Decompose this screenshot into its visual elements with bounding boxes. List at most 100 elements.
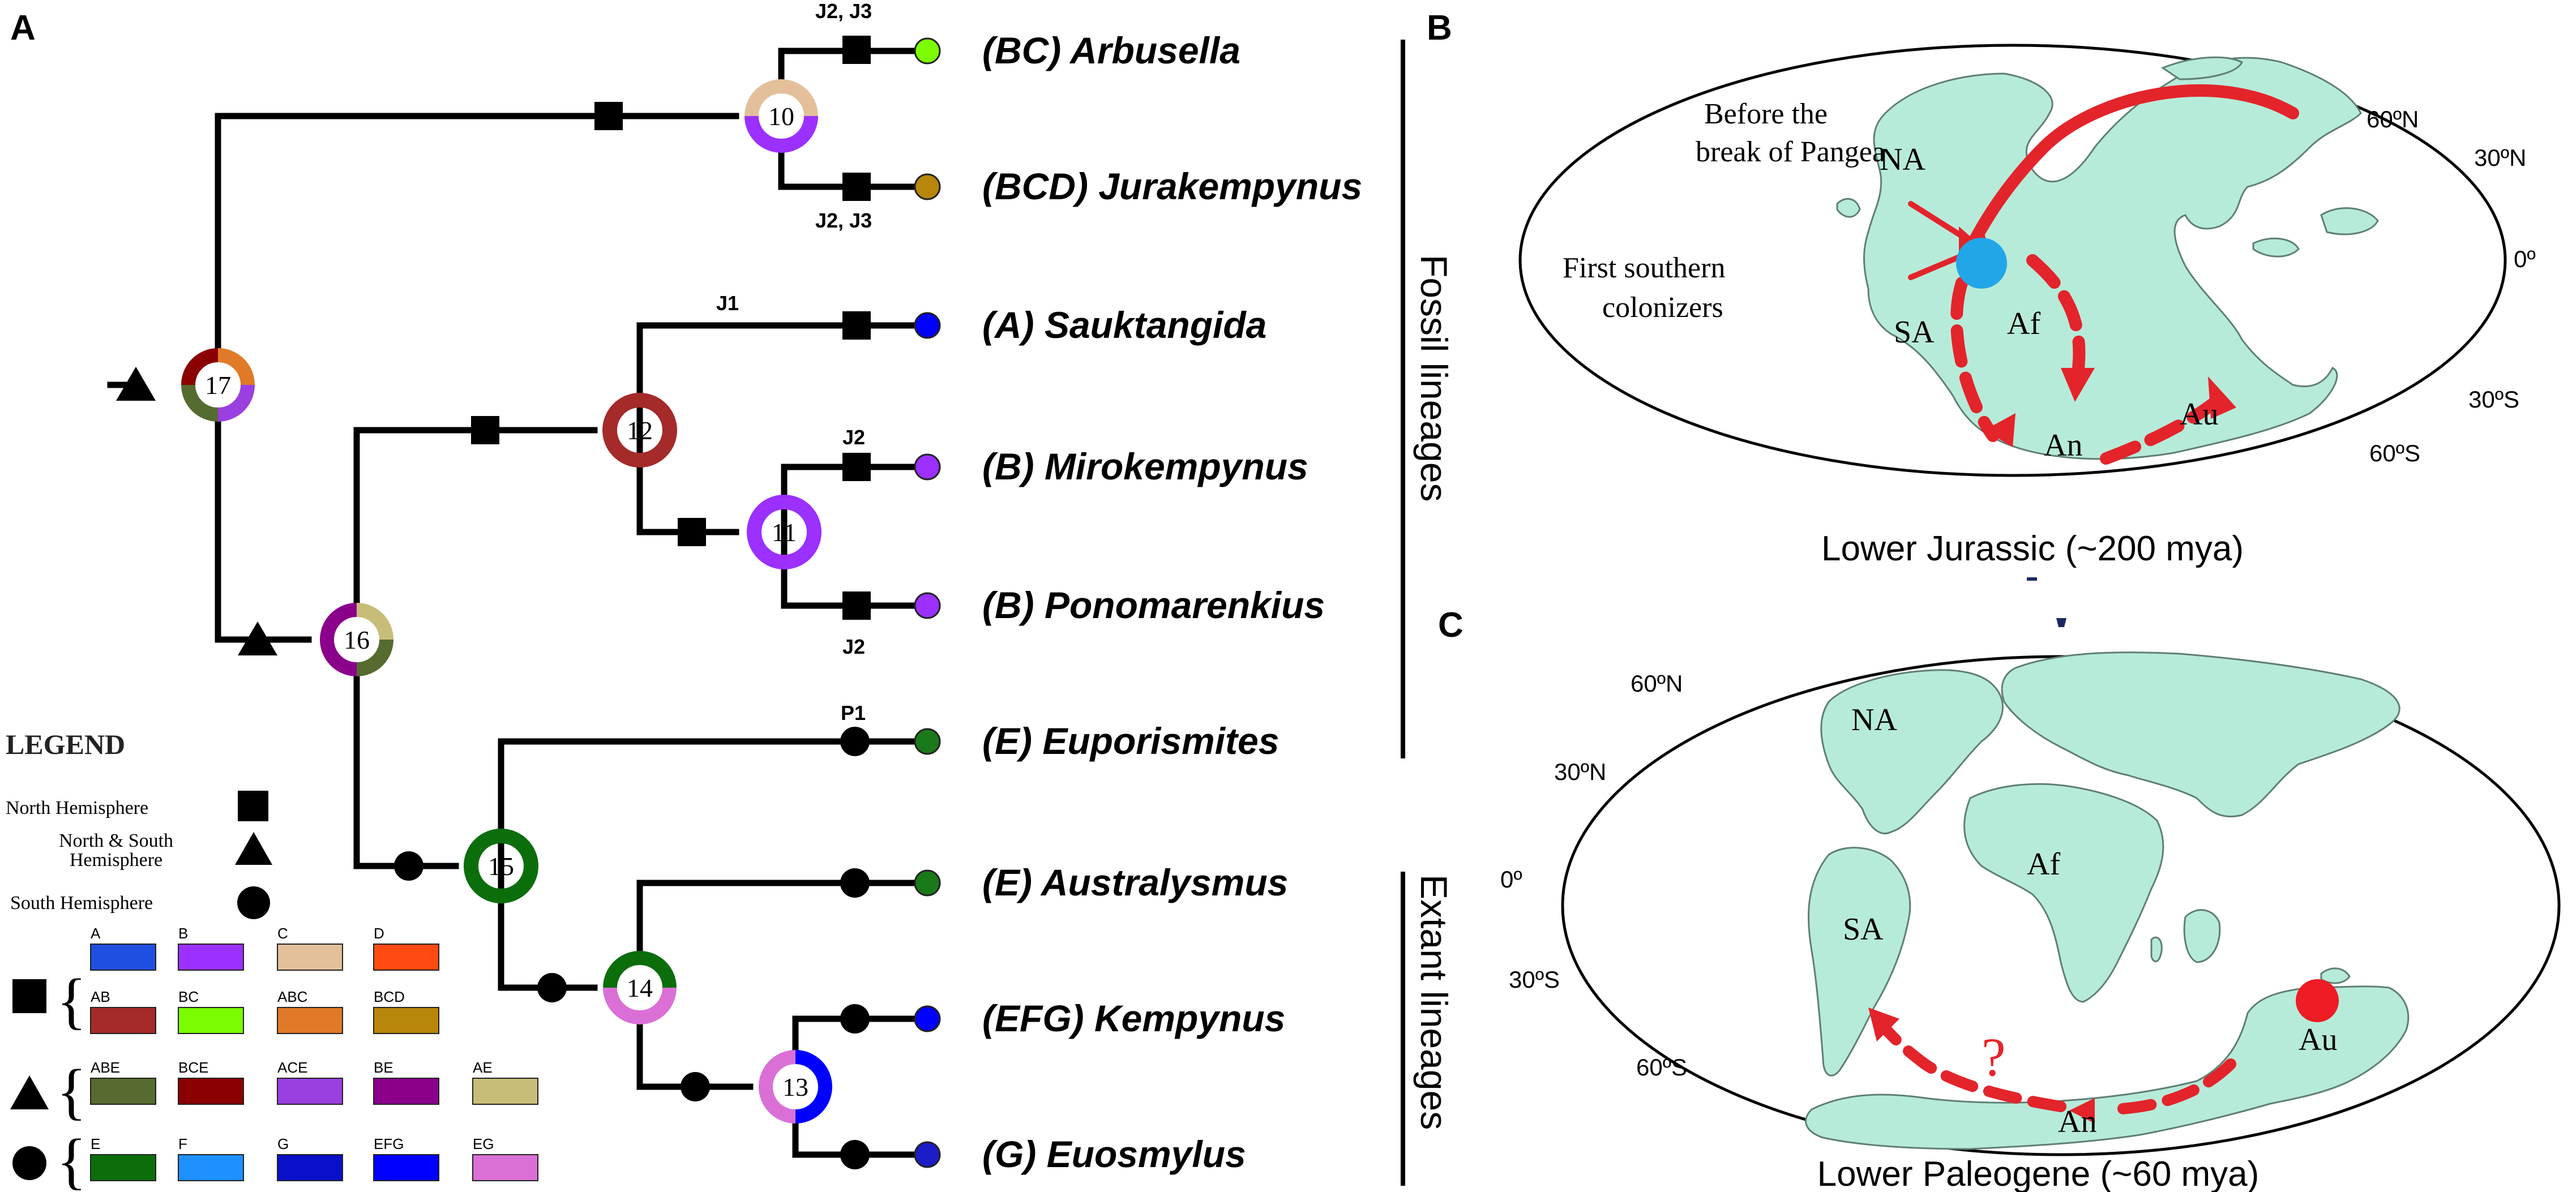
node-number: 16 bbox=[344, 625, 370, 654]
south-hemisphere-marker bbox=[394, 851, 423, 881]
fossil-lineages-label: Fossil lineages bbox=[1413, 255, 1455, 502]
latitude-label: 30ºN bbox=[2474, 144, 2526, 171]
node-number: 11 bbox=[772, 518, 797, 547]
south-hemisphere-marker bbox=[840, 1140, 870, 1169]
north-hemisphere-marker bbox=[471, 416, 499, 444]
legend-area-code: C bbox=[277, 925, 288, 942]
legend-swatch bbox=[472, 1154, 538, 1181]
node-number: 15 bbox=[488, 852, 514, 881]
legend-swatch bbox=[90, 944, 156, 971]
legend-area-code: ABC bbox=[277, 988, 307, 1005]
note-first-colonizers: colonizers bbox=[1602, 291, 1723, 324]
legend-swatch bbox=[178, 1007, 244, 1034]
latitude-label: 60ºN bbox=[1631, 670, 1683, 697]
taxon-label: (BC) Arbusella bbox=[982, 29, 1240, 71]
continent-label: NA bbox=[1880, 142, 1925, 177]
legend-area-code: BE bbox=[374, 1059, 393, 1076]
note-first-colonizers: First southern bbox=[1563, 252, 1725, 284]
north-south-marker bbox=[116, 367, 156, 401]
tip-circle bbox=[914, 728, 941, 755]
node-number: 12 bbox=[627, 416, 653, 445]
south-hemisphere-marker bbox=[681, 1072, 710, 1101]
note-before-pangea: break of Pangea bbox=[1696, 136, 1885, 168]
latitude-label: 30ºS bbox=[2468, 386, 2519, 413]
legend-triangle-symbol bbox=[10, 1075, 49, 1109]
north-hemisphere-marker bbox=[842, 173, 871, 201]
north-south-marker bbox=[238, 621, 277, 655]
continent-label: Af bbox=[2027, 847, 2060, 882]
legend-swatch bbox=[90, 1078, 156, 1105]
legend: LEGEND North Hemisphere North & South He… bbox=[6, 728, 538, 1192]
north-hemisphere-marker bbox=[842, 36, 871, 64]
latitude-label: 60ºN bbox=[2367, 106, 2419, 132]
extant-lineages-label: Extant lineages bbox=[1413, 874, 1455, 1130]
pangea-landmass bbox=[1836, 56, 2379, 460]
continent-label: Au bbox=[2299, 1022, 2337, 1057]
north-hemisphere-marker bbox=[842, 591, 871, 620]
taxon-label: (A) Sauktangida bbox=[982, 304, 1266, 346]
node-number: 17 bbox=[205, 371, 231, 400]
legend-swatch bbox=[178, 1154, 244, 1181]
legend-area-code: ABE bbox=[91, 1059, 120, 1076]
legend-area-code: AE bbox=[473, 1059, 493, 1076]
node-13: 13 bbox=[759, 1050, 832, 1124]
origin-marker bbox=[2296, 979, 2339, 1022]
taxon-labels: (BC) Arbusella (BCD) Jurakempynus (A) Sa… bbox=[982, 29, 1362, 1175]
node-17: 17 bbox=[181, 348, 255, 422]
taxon-label: (BCD) Jurakempynus bbox=[982, 165, 1362, 207]
first-colonizers-marker bbox=[1956, 238, 2007, 289]
continents-paleogene bbox=[1805, 651, 2410, 1150]
legend-triangle-symbol bbox=[235, 832, 272, 865]
taxon-label: (E) Australysmus bbox=[982, 861, 1288, 903]
legend-swatch bbox=[178, 1078, 244, 1105]
tree-branches bbox=[107, 48, 923, 1158]
legend-title: LEGEND bbox=[6, 728, 125, 760]
period-labels: J2, J3 J2, J3 J1 J2 J2 P1 bbox=[716, 0, 872, 724]
continent-label: Au bbox=[2180, 397, 2218, 432]
north-pole-mark bbox=[2056, 618, 2066, 627]
continent-label: SA bbox=[1894, 315, 1935, 350]
latitude-label: 30ºN bbox=[1554, 758, 1606, 785]
legend-area-code: BCE bbox=[178, 1059, 208, 1076]
period-label: J2 bbox=[842, 635, 865, 658]
node-number: 10 bbox=[768, 102, 794, 131]
period-label: J2 bbox=[842, 426, 865, 449]
legend-swatch bbox=[277, 1007, 343, 1034]
arrow-heads bbox=[1868, 1007, 2095, 1124]
legend-swatch bbox=[178, 944, 244, 971]
map-title: Lower Paleogene (~60 mya) bbox=[1817, 1155, 2260, 1192]
period-label: J2, J3 bbox=[815, 0, 872, 23]
legend-north-south-label: North & South bbox=[59, 830, 173, 851]
south-hemisphere-marker bbox=[840, 727, 870, 756]
legend-circle-symbol bbox=[12, 1146, 46, 1180]
south-hemisphere-marker bbox=[840, 1004, 870, 1034]
legend-area-code: ACE bbox=[277, 1059, 307, 1076]
panel-a-letter: A bbox=[10, 8, 36, 48]
legend-brace: { bbox=[57, 1057, 87, 1126]
node-number: 13 bbox=[782, 1073, 808, 1101]
node-number: 14 bbox=[627, 974, 653, 1002]
legend-swatch bbox=[472, 1078, 538, 1105]
map-paleogene: ? NA Af SA Au An 60ºN 30ºN 0º 30ºS 60ºS … bbox=[1500, 618, 2561, 1192]
latitude-label: 0º bbox=[2514, 246, 2536, 272]
tip-circle bbox=[914, 1005, 941, 1032]
legend-brace: { bbox=[57, 1126, 87, 1192]
legend-area-code: EG bbox=[473, 1135, 494, 1152]
tip-circle bbox=[914, 1141, 941, 1168]
legend-square-symbol bbox=[238, 791, 268, 821]
tip-circle bbox=[914, 37, 941, 65]
legend-area-code: G bbox=[277, 1135, 289, 1152]
legend-swatch bbox=[277, 1078, 343, 1105]
continent-label: NA bbox=[1851, 702, 1897, 738]
legend-area-code: D bbox=[374, 925, 384, 942]
legend-swatch bbox=[90, 1154, 156, 1181]
map-jurassic: Before the break of Pangea First souther… bbox=[1518, 44, 2536, 581]
legend-swatch bbox=[277, 1154, 343, 1181]
legend-swatch bbox=[90, 1007, 156, 1034]
continent-label: An bbox=[2058, 1104, 2096, 1139]
tip-circle bbox=[914, 173, 941, 200]
legend-area-code: B bbox=[178, 925, 188, 942]
taxon-label: (B) Ponomarenkius bbox=[982, 584, 1325, 626]
branch-markers bbox=[116, 36, 871, 1169]
